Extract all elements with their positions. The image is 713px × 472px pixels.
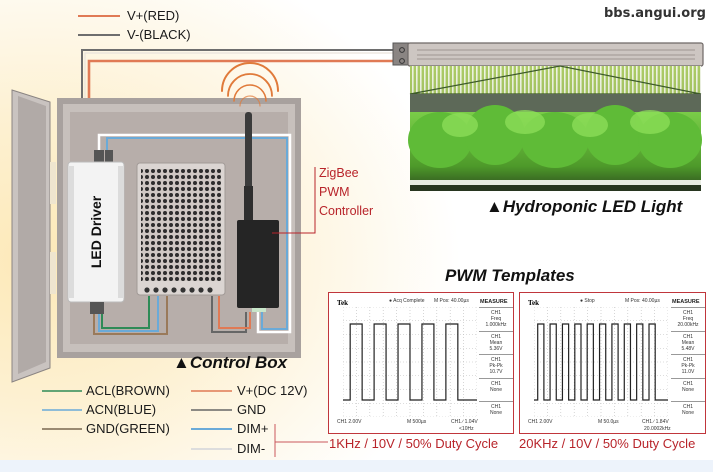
- legend-label-v-minus-black: V-(BLACK): [127, 27, 191, 42]
- scope-trigger: CH1 ∕ 1.84V: [642, 419, 669, 425]
- legend-label-v-plus-red: V+(RED): [127, 8, 180, 23]
- bottom-strip: [0, 460, 713, 472]
- scope-brand: Tek: [528, 299, 540, 307]
- scope-waveform-20khz: 1: [534, 307, 668, 417]
- led-driver: [67, 150, 125, 314]
- square-wave-trace: [343, 323, 477, 401]
- scope-status-text: Acq Complete: [393, 298, 425, 304]
- scope-status: ● Stop: [580, 298, 595, 304]
- caption-hydroponic-led-light: ▲Hydroponic LED Light: [486, 197, 683, 216]
- caption-control-box: ▲Control Box: [173, 353, 288, 372]
- control-box-door: [11, 89, 56, 383]
- zigbee-label-line3: Controller: [319, 204, 374, 218]
- wire-vplus-dc: [218, 296, 251, 329]
- wire-acl: [101, 296, 150, 329]
- scope-time-scale: M 500µs: [407, 419, 427, 425]
- scope-trigger-freq: <10Hz: [459, 426, 474, 432]
- site-watermark: bbs.angui.org: [604, 6, 706, 21]
- caption-pwm-templates: PWM Templates: [445, 266, 575, 285]
- oscilloscope-1khz: Tek ● Acq Complete M Pos: 40.00µs MEASUR…: [328, 292, 514, 434]
- wire-gnd-green: [93, 296, 168, 335]
- scope-status: ● Acq Complete: [389, 298, 425, 304]
- hydroponic-photo: [408, 65, 702, 191]
- legend-label-acn: ACN(BLUE): [86, 402, 157, 417]
- legend-label-acl: ACL(BROWN): [86, 383, 170, 398]
- scope-mpos: M Pos: 40.00µs: [434, 298, 469, 304]
- wire-acn: [98, 296, 159, 332]
- scope-trigger-freq: 20.0002kHz: [644, 426, 671, 432]
- scope-ch-scale: CH1 2.00V: [337, 419, 362, 425]
- led-bar-housing: [407, 42, 704, 67]
- zigbee-controller: [237, 112, 279, 312]
- led-bar-connector: [392, 42, 410, 66]
- square-wave-trace: [534, 323, 668, 401]
- scope-status-text: Stop: [584, 298, 595, 304]
- wireless-signal-icon: [221, 62, 279, 107]
- scope-mpos: M Pos: 40.00µs: [625, 298, 660, 304]
- dim-bracket-line: [274, 424, 328, 457]
- scope-caption-20khz: 20KHz / 10V / 50% Duty Cycle: [519, 436, 696, 451]
- legend-label-gnd-green: GND(GREEN): [86, 421, 170, 436]
- zigbee-leader-line: [272, 167, 316, 234]
- zigbee-label-line2: PWM: [319, 185, 350, 199]
- legend-label-dim-minus: DIM-: [237, 441, 266, 456]
- scope-caption-1khz: 1KHz / 10V / 50% Duty Cycle: [329, 436, 499, 451]
- legend-label-gnd: GND: [237, 402, 266, 417]
- legend-label-dim-plus: DIM+: [237, 421, 269, 436]
- led-driver-label: LED Driver: [88, 195, 104, 269]
- scope-measure-title: MEASURE: [672, 299, 700, 305]
- scope-ch-scale: CH1 2.00V: [528, 419, 553, 425]
- zigbee-label-line1: ZigBee: [319, 166, 359, 180]
- scope-measure-title: MEASURE: [480, 299, 508, 305]
- scope-trigger: CH1 ∕ 1.04V: [451, 419, 478, 425]
- wire-gnd: [211, 296, 247, 333]
- power-supply: [136, 162, 226, 296]
- scope-time-scale: M 50.0µs: [598, 419, 619, 425]
- legend-label-vplus-dc: V+(DC 12V): [237, 383, 308, 398]
- scope-brand: Tek: [337, 299, 349, 307]
- scope-waveform-1khz: 1: [343, 307, 477, 417]
